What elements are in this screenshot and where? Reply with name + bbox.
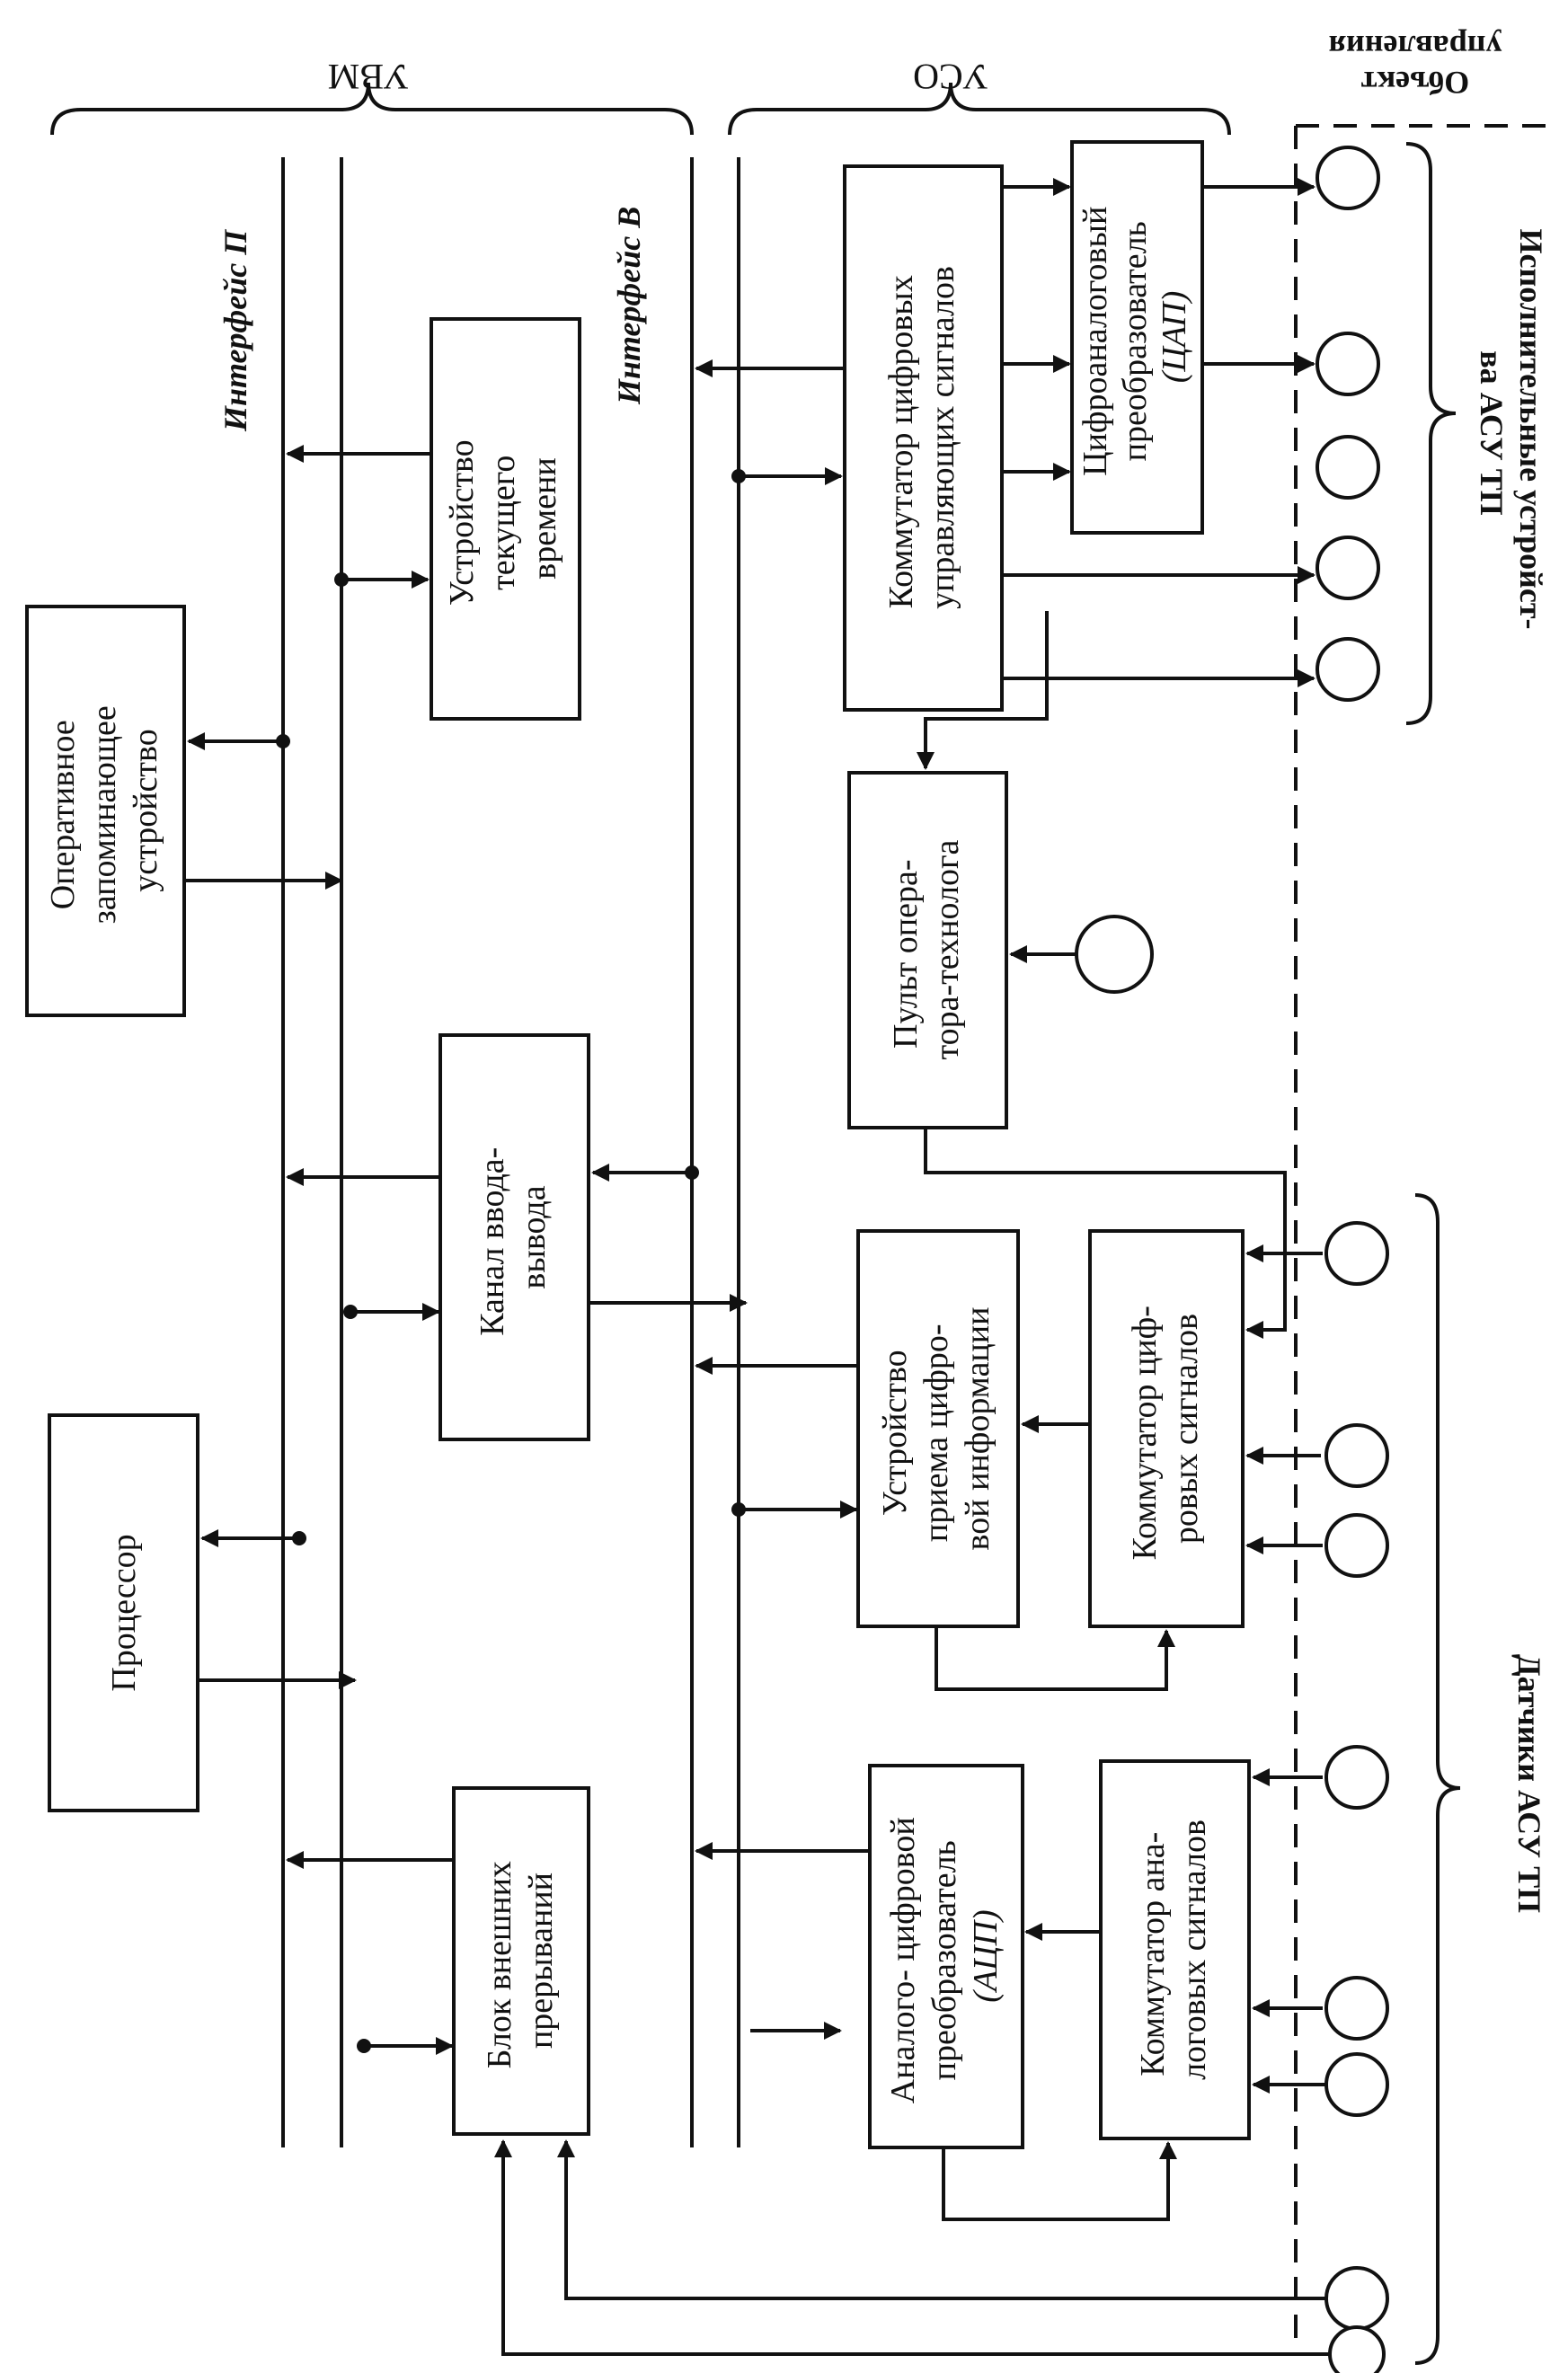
svg-text:Блок внешних прерываний: Блок внешних прерываний: [481, 1853, 560, 2069]
interface-p-bus: Интерфейс П: [217, 157, 343, 2147]
sensor-node: [1324, 1423, 1389, 1488]
adc-block: Аналого- цифровой преобразователь (АЦП): [868, 1764, 1024, 2149]
svg-text:Объект: Объект: [1360, 65, 1469, 101]
svg-text:Коммутатор цифровых упра: Коммутатор цифровых управляющих сигналов: [882, 266, 961, 609]
uvm-label: УВМ: [328, 57, 410, 97]
svg-text:Устройство текущего: Устройство текущего времени: [443, 431, 563, 606]
sensor-node: [1324, 1976, 1389, 2041]
sensor-node: [1324, 1745, 1389, 1810]
svg-text:Цифроаналоговый преобраз: Цифроаналоговый преобразователь (ЦАП): [1076, 198, 1193, 476]
svg-text:Аналого- цифровой преобр: Аналого- цифровой преобразователь (АЦП): [884, 1809, 1005, 2104]
clock-links: [286, 445, 430, 589]
sensor-node: [1324, 1221, 1389, 1286]
sensors-group: Датчики АСУ ТП: [1414, 1193, 1547, 2365]
analog-switch-block: Коммутатор ана- логовых сигналов: [1099, 1759, 1251, 2140]
sensor-node: [1324, 2266, 1389, 2331]
svg-text:Коммутатор циф- ровых си: Коммутатор циф- ровых сигналов: [1126, 1297, 1205, 1561]
digital-switch-block: Коммутатор циф- ровых сигналов: [1088, 1229, 1245, 1628]
svg-text:Процессор: Процессор: [105, 1534, 143, 1691]
adc-links: [695, 1842, 1177, 2221]
io-channel-block: Канал ввода- вывода: [439, 1033, 590, 1441]
svg-text:Оперативное запоминающее: Оперативное запоминающее устройство: [44, 697, 164, 924]
actuator-node: [1316, 146, 1380, 210]
digital-input-links: [695, 1357, 1175, 1691]
ram-block: Оперативное запоминающее устройство: [25, 605, 186, 1017]
svg-text:Пульт опера- тора-технол: Пульт опера- тора-технолога: [887, 839, 966, 1059]
uso-label: УСО: [913, 57, 988, 97]
sensor-nodes: [1324, 1221, 1389, 2373]
interface-p-label: Интерфейс П: [217, 229, 253, 432]
processor-block: Процессор: [48, 1413, 199, 1812]
interrupt-links: [286, 1851, 1366, 2356]
ram-links: [186, 732, 343, 890]
object-label: Объект управления: [1329, 29, 1502, 101]
sensor-links: [1245, 1244, 1325, 2094]
operator-panel-links: [917, 611, 1287, 1339]
uso-group-header: УСО: [728, 57, 1231, 136]
svg-text:управления: управления: [1329, 29, 1502, 65]
interface-v-label: Интерфейс В: [611, 207, 647, 405]
actuators-group: Исполнительные устройст- ва АСУ ТП: [1405, 142, 1549, 725]
actuator-nodes: [1316, 146, 1380, 702]
svg-text:Устройство приема цифро-: Устройство приема цифро- вой информации: [876, 1307, 997, 1551]
actuators-label: Исполнительные устройст- ва АСУ ТП: [1474, 228, 1549, 637]
uvm-group-header: УВМ: [50, 57, 694, 136]
digital-input-block: Устройство приема цифро- вой информации: [856, 1229, 1020, 1628]
operator-panel-block: Пульт опера- тора-технолога: [847, 771, 1008, 1129]
actuator-node: [1316, 332, 1380, 396]
actuator-node: [1316, 637, 1380, 702]
control-switch-block: Коммутатор цифровых управляющих сигналов: [843, 164, 1004, 712]
clock-block: Устройство текущего времени: [430, 317, 581, 721]
sensor-node: [1328, 2325, 1386, 2373]
interface-v-bus: Интерфейс В: [611, 157, 740, 2147]
sensor-node: [1324, 1513, 1389, 1578]
processor-links: [199, 1529, 357, 1689]
sensor-node: [1324, 2052, 1389, 2117]
svg-text:Канал ввода- вывода: Канал ввода- вывода: [474, 1138, 553, 1336]
sensors-label: Датчики АСУ ТП: [1511, 1654, 1547, 1913]
control-object-boundary: [1294, 124, 1553, 2352]
actuator-node: [1316, 536, 1380, 600]
interrupts-block: Блок внешних прерываний: [452, 1786, 590, 2136]
io-channel-links: [286, 1164, 748, 1321]
dac-block: Цифроаналоговый преобразователь (ЦАП): [1070, 140, 1204, 535]
control-switch-links: [695, 178, 1316, 687]
operator-node: [1075, 915, 1154, 994]
actuator-node: [1316, 435, 1380, 500]
svg-text:Коммутатор ана- логовых: Коммутатор ана- логовых сигналов: [1134, 1820, 1213, 2080]
